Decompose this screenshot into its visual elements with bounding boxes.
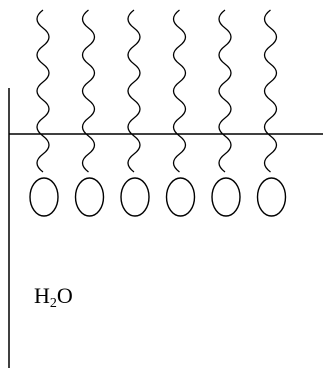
surfactant-molecules [30,10,286,216]
surfactant-molecule [212,10,240,216]
water-label-subscript: 2 [50,296,57,311]
hydrophobic-tail [128,10,140,172]
water-label-h: H [34,283,50,308]
hydrophilic-head [30,178,58,216]
hydrophobic-tail [174,10,186,172]
water-label-o: O [57,283,73,308]
hydrophobic-tail [219,10,231,172]
surfactant-molecule [167,10,195,216]
water-label: H2O [34,285,73,307]
hydrophobic-tail [265,10,277,172]
hydrophobic-tail [83,10,95,172]
surfactant-molecule [258,10,286,216]
surfactant-molecule [30,10,58,216]
hydrophobic-tail [37,10,49,172]
hydrophilic-head [167,178,195,216]
surfactant-molecule [76,10,104,216]
surfactant-molecule [121,10,149,216]
hydrophilic-head [258,178,286,216]
hydrophilic-head [212,178,240,216]
hydrophilic-head [76,178,104,216]
hydrophilic-head [121,178,149,216]
